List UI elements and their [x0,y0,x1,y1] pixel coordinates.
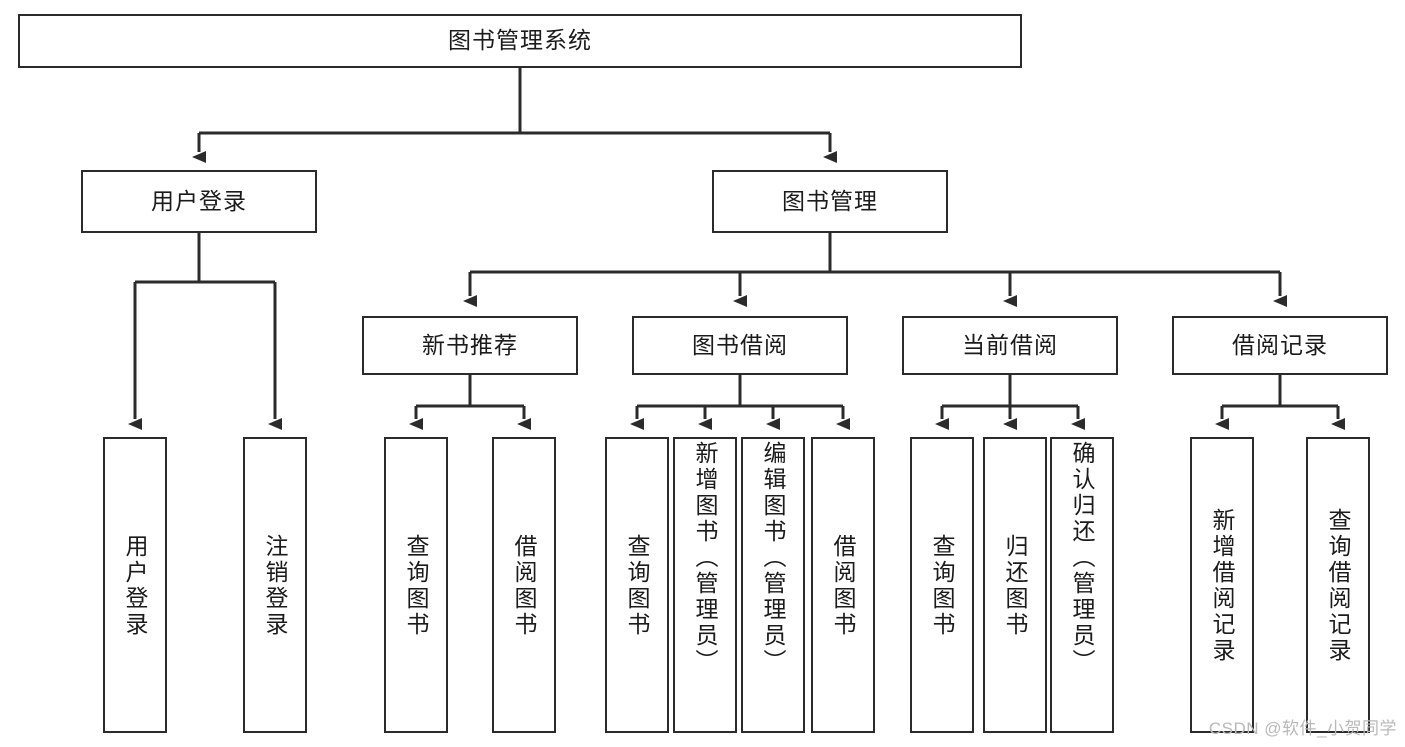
node-leaf-query-book-borrow-label: 查询图书 [624,534,651,638]
node-leaf-user-login-label: 用户登录 [122,534,149,638]
node-leaf-confirm-return-admin[interactable]: 确认归还（管理员） [1050,437,1114,733]
node-leaf-logout-label: 注销登录 [262,534,289,638]
node-leaf-query-book-borrow[interactable]: 查询图书 [605,437,669,733]
node-current-borrow[interactable]: 当前借阅 [902,316,1118,375]
node-leaf-add-book-admin[interactable]: 新增图书（管理员） [673,437,737,733]
node-leaf-query-borrow-record[interactable]: 查询借阅记录 [1306,437,1370,733]
node-leaf-logout[interactable]: 注销登录 [243,437,307,733]
node-leaf-borrow-book-label: 借阅图书 [830,534,857,638]
node-leaf-query-borrow-record-label: 查询借阅记录 [1325,508,1352,664]
node-leaf-user-login[interactable]: 用户登录 [103,437,167,733]
node-leaf-borrow-book[interactable]: 借阅图书 [811,437,875,733]
node-leaf-query-book-recommend-label: 查询图书 [403,534,430,638]
node-borrow-record-label: 借阅记录 [1232,331,1328,358]
node-leaf-return-book-label: 归还图书 [1002,534,1029,638]
node-root-label: 图书管理系统 [448,27,592,54]
node-book-manage[interactable]: 图书管理 [712,170,948,233]
node-current-borrow-label: 当前借阅 [962,331,1058,358]
node-new-book-recommend[interactable]: 新书推荐 [362,316,578,375]
node-leaf-borrow-book-recommend-label: 借阅图书 [511,534,538,638]
node-leaf-add-borrow-record[interactable]: 新增借阅记录 [1190,437,1254,733]
node-leaf-confirm-return-admin-label: 确认归还（管理员） [1069,441,1096,675]
node-leaf-query-book-current[interactable]: 查询图书 [910,437,974,733]
node-book-borrow-label: 图书借阅 [692,331,788,358]
node-leaf-add-book-admin-label: 新增图书（管理员） [692,441,719,675]
node-user-login-label: 用户登录 [151,187,247,214]
node-leaf-edit-book-admin-label: 编辑图书（管理员） [760,441,787,675]
node-root[interactable]: 图书管理系统 [18,14,1022,68]
node-user-login[interactable]: 用户登录 [81,170,317,233]
node-leaf-return-book[interactable]: 归还图书 [983,437,1047,733]
node-book-manage-label: 图书管理 [782,187,878,214]
node-leaf-query-book-current-label: 查询图书 [929,534,956,638]
node-leaf-borrow-book-recommend[interactable]: 借阅图书 [492,437,556,733]
node-leaf-add-borrow-record-label: 新增借阅记录 [1209,508,1236,664]
node-new-book-recommend-label: 新书推荐 [422,331,518,358]
node-leaf-query-book-recommend[interactable]: 查询图书 [384,437,448,733]
node-borrow-record[interactable]: 借阅记录 [1172,316,1388,375]
node-leaf-edit-book-admin[interactable]: 编辑图书（管理员） [741,437,805,733]
node-book-borrow[interactable]: 图书借阅 [632,316,848,375]
